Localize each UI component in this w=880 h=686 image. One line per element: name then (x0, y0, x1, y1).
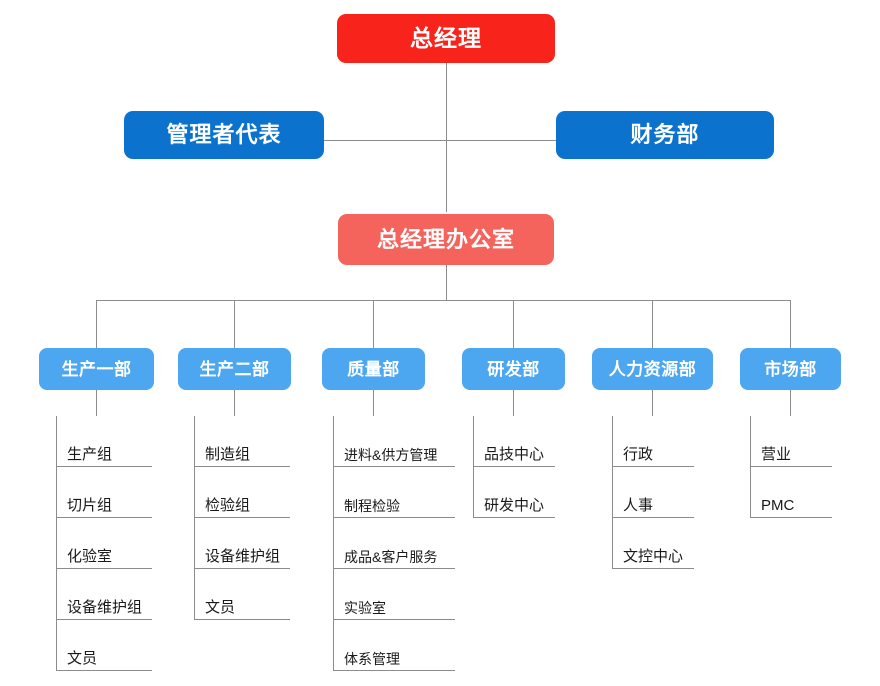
unit-item[interactable]: 体系管理 (334, 620, 455, 671)
node-gm-office[interactable]: 总经理办公室 (338, 214, 554, 265)
connector-drop-dept-2 (234, 300, 235, 348)
unit-item[interactable]: 研发中心 (474, 467, 555, 518)
node-department-quality[interactable]: 质量部 (322, 348, 425, 390)
unit-item[interactable]: 实验室 (334, 569, 455, 620)
node-finance-department[interactable]: 财务部 (556, 111, 774, 159)
unit-column-marketing: 营业 PMC (750, 416, 832, 518)
unit-item[interactable]: 文控中心 (613, 518, 694, 569)
unit-item[interactable]: 设备维护组 (57, 569, 152, 620)
unit-column-production-one: 生产组 切片组 化验室 设备维护组 文员 (56, 416, 152, 671)
node-department-rnd-label: 研发部 (487, 359, 540, 379)
node-general-manager-label: 总经理 (410, 25, 482, 51)
node-department-production-two-label: 生产二部 (199, 359, 270, 379)
connector-executive-crossbar (324, 140, 560, 141)
connector-drop-dept-4 (513, 300, 514, 348)
unit-item[interactable]: 进料&供方管理 (334, 416, 455, 467)
node-department-production-one[interactable]: 生产一部 (39, 348, 154, 390)
connector-drop-dept-3 (373, 300, 374, 348)
unit-item[interactable]: 营业 (751, 416, 832, 467)
connector-drop-dept-1 (96, 300, 97, 348)
unit-item[interactable]: PMC (751, 467, 832, 518)
connector-drop-dept-5 (652, 300, 653, 348)
unit-item[interactable]: 检验组 (195, 467, 290, 518)
connector-dept-1-to-units (96, 390, 97, 416)
unit-item[interactable]: 文员 (195, 569, 290, 620)
node-department-marketing[interactable]: 市场部 (740, 348, 841, 390)
node-department-quality-label: 质量部 (347, 359, 400, 379)
node-department-production-two[interactable]: 生产二部 (178, 348, 291, 390)
unit-column-production-two: 制造组 检验组 设备维护组 文员 (194, 416, 290, 620)
connector-dept-5-to-units (652, 390, 653, 416)
unit-item[interactable]: 生产组 (57, 416, 152, 467)
node-gm-office-label: 总经理办公室 (376, 226, 515, 252)
unit-column-quality: 进料&供方管理 制程检验 成品&客户服务 实验室 体系管理 (333, 416, 455, 671)
connector-crossbar-to-office (446, 140, 447, 212)
unit-item[interactable]: 制程检验 (334, 467, 455, 518)
unit-item[interactable]: 人事 (613, 467, 694, 518)
unit-item[interactable]: 制造组 (195, 416, 290, 467)
node-finance-department-label: 财务部 (630, 122, 700, 147)
unit-item[interactable]: 行政 (613, 416, 694, 467)
unit-item[interactable]: 化验室 (57, 518, 152, 569)
unit-column-rnd: 品技中心 研发中心 (473, 416, 555, 518)
connector-drop-dept-6 (790, 300, 791, 348)
node-department-hr-label: 人力资源部 (608, 359, 697, 379)
unit-item[interactable]: 切片组 (57, 467, 152, 518)
connector-department-bus (96, 300, 791, 301)
node-department-marketing-label: 市场部 (764, 359, 817, 379)
unit-item[interactable]: 设备维护组 (195, 518, 290, 569)
node-management-representative[interactable]: 管理者代表 (124, 111, 324, 159)
node-department-rnd[interactable]: 研发部 (462, 348, 565, 390)
unit-item[interactable]: 品技中心 (474, 416, 555, 467)
unit-column-hr: 行政 人事 文控中心 (612, 416, 694, 569)
node-management-representative-label: 管理者代表 (166, 122, 282, 147)
connector-dept-4-to-units (513, 390, 514, 416)
connector-dept-6-to-units (790, 390, 791, 416)
node-department-hr[interactable]: 人力资源部 (592, 348, 713, 390)
unit-item[interactable]: 文员 (57, 620, 152, 671)
connector-office-to-bus (446, 265, 447, 301)
node-department-production-one-label: 生产一部 (61, 359, 132, 379)
connector-root-to-crossbar (446, 63, 447, 140)
unit-item[interactable]: 成品&客户服务 (334, 518, 455, 569)
connector-dept-3-to-units (373, 390, 374, 416)
connector-dept-2-to-units (234, 390, 235, 416)
node-general-manager[interactable]: 总经理 (337, 14, 555, 63)
